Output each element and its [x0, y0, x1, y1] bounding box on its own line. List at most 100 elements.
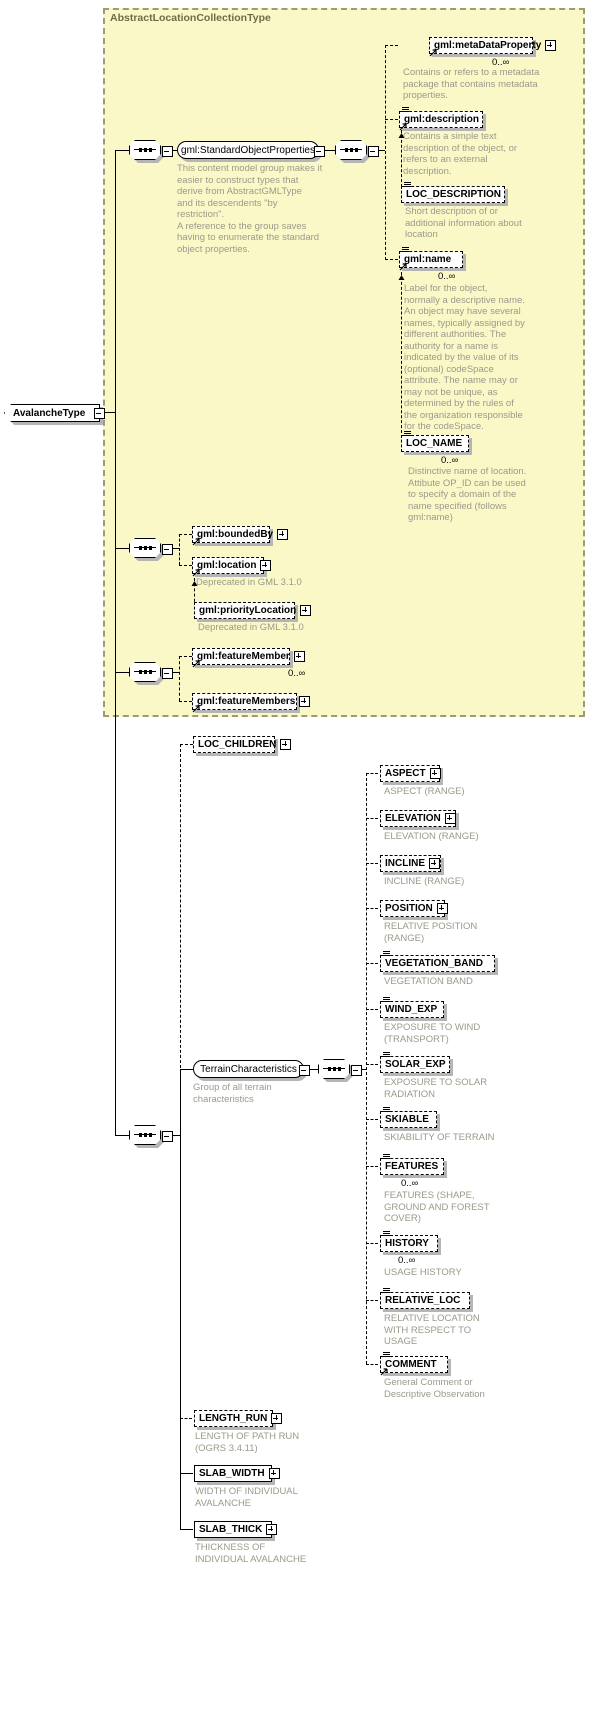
- node-featureMembers[interactable]: gml:featureMembers: [192, 693, 311, 713]
- sequence-connector-6[interactable]: [318, 1059, 356, 1082]
- standard-object-properties-toggle[interactable]: [314, 146, 325, 157]
- WIND_EXP-doc: EXPOSURE TO WIND (TRANSPORT): [384, 1022, 481, 1045]
- root-collapse-toggle[interactable]: [94, 408, 105, 419]
- VEGETATION_BAND-doc: VEGETATION BAND: [384, 976, 473, 987]
- node-INCLINE[interactable]: INCLINE: [380, 855, 441, 872]
- sequence-6-collapse-toggle[interactable]: [351, 1065, 362, 1076]
- node-RELATIVE_LOC[interactable]: RELATIVE_LOC: [380, 1288, 470, 1309]
- node-FEATURES[interactable]: FEATURES: [380, 1154, 444, 1175]
- features-branch-line: [366, 1166, 378, 1167]
- node-LOC_DESCRIPTION[interactable]: LOC_DESCRIPTION: [401, 182, 505, 203]
- expand-icon[interactable]: [300, 605, 312, 616]
- node-VEGETATION_BAND[interactable]: VEGETATION_BAND: [380, 951, 495, 972]
- expand-icon[interactable]: [260, 560, 272, 571]
- node-name[interactable]: gml:name: [399, 247, 463, 271]
- LOC_NAME-multiplicity: 0..∞: [441, 455, 459, 466]
- trunk-to-seq3-line: [115, 548, 129, 549]
- root-type-label: AvalancheType: [13, 407, 86, 419]
- COMMENT-doc: General Comment or Descriptive Observati…: [384, 1377, 485, 1400]
- node-SOLAR_EXP[interactable]: SOLAR_EXP: [380, 1052, 450, 1073]
- seq5-to-bus-line: [171, 1135, 180, 1136]
- terrain-characteristics-label: TerrainCharacteristics: [200, 1063, 297, 1075]
- name-substitution-bus: [401, 272, 402, 438]
- vegetation-band-branch-line: [366, 963, 378, 964]
- sequence-5-collapse-toggle[interactable]: [162, 1131, 173, 1142]
- relative-loc-branch-line: [366, 1300, 378, 1301]
- LENGTH_RUN-label: LENGTH_RUN: [199, 1413, 268, 1424]
- node-COMMENT[interactable]: COMMENT: [380, 1352, 448, 1376]
- expand-icon[interactable]: [268, 1468, 280, 1479]
- FEATURES-doc: FEATURES (SHAPE, GROUND AND FOREST COVER…: [384, 1190, 490, 1224]
- seq2-to-bus-line: [377, 150, 385, 151]
- group-to-seq2-line: [323, 150, 335, 151]
- node-location[interactable]: gml:location: [192, 557, 272, 577]
- sequence-connector-5[interactable]: [129, 1125, 167, 1148]
- node-LENGTH_RUN[interactable]: LENGTH_RUN: [194, 1410, 283, 1427]
- SKIABLE-doc: SKIABILITY OF TERRAIN: [384, 1132, 495, 1143]
- aspect-branch-line: [366, 773, 378, 774]
- standard-object-properties-doc: This content model group makes it easier…: [177, 163, 323, 255]
- metaDataProperty-multiplicity: 0..∞: [492, 57, 510, 68]
- simple-content-icon: [383, 1231, 390, 1237]
- sequence-4-collapse-toggle[interactable]: [162, 668, 173, 679]
- node-WIND_EXP[interactable]: WIND_EXP: [380, 997, 444, 1018]
- HISTORY-label: HISTORY: [385, 1238, 429, 1249]
- simple-content-icon: [383, 1352, 390, 1358]
- node-SLAB_THICK[interactable]: SLAB_THICK: [194, 1521, 278, 1538]
- SLAB_THICK-doc: THICKNESS OF INDIVIDUAL AVALANCHE: [195, 1542, 307, 1565]
- terrain-characteristics-toggle[interactable]: [299, 1065, 310, 1076]
- ASPECT-label: ASPECT: [385, 768, 426, 779]
- node-priorityLocation[interactable]: gml:priorityLocation: [194, 602, 312, 619]
- featuremembers-branch-line: [179, 701, 192, 702]
- simple-content-icon: [383, 997, 390, 1003]
- INCLINE-doc: INCLINE (RANGE): [384, 876, 465, 887]
- sequence-3-collapse-toggle[interactable]: [162, 544, 173, 555]
- skiable-branch-line: [366, 1119, 378, 1120]
- expand-icon[interactable]: [545, 40, 557, 51]
- sequence-1-collapse-toggle[interactable]: [162, 146, 173, 157]
- node-boundedBy[interactable]: gml:boundedBy: [192, 526, 289, 546]
- node-featureMember[interactable]: gml:featureMember: [192, 648, 305, 668]
- expand-icon[interactable]: [436, 903, 448, 914]
- priorityLocation-label: gml:priorityLocation: [199, 605, 297, 616]
- RELATIVE_LOC-label: RELATIVE_LOC: [385, 1295, 461, 1306]
- node-ELEVATION[interactable]: ELEVATION: [380, 810, 456, 827]
- seq3-children-bus: [179, 534, 180, 565]
- node-POSITION[interactable]: POSITION: [380, 900, 448, 917]
- expand-icon[interactable]: [299, 696, 311, 707]
- expand-icon[interactable]: [266, 1524, 278, 1535]
- COMMENT-label: COMMENT: [385, 1359, 437, 1370]
- sequence-connector-4[interactable]: [129, 662, 167, 685]
- standard-object-properties-box[interactable]: gml:StandardObjectProperties: [177, 141, 319, 159]
- expand-icon[interactable]: [429, 858, 440, 869]
- root-connector-line: [103, 412, 115, 413]
- node-metaDataProperty[interactable]: gml:metaDataProperty: [429, 37, 557, 57]
- node-SLAB_WIDTH[interactable]: SLAB_WIDTH: [194, 1465, 280, 1482]
- expand-icon[interactable]: [277, 529, 289, 540]
- node-LOC_CHILDREN[interactable]: LOC_CHILDREN: [193, 736, 292, 753]
- expand-icon[interactable]: [280, 739, 292, 750]
- node-HISTORY[interactable]: HISTORY: [380, 1231, 438, 1252]
- trunk-to-seq4-line: [115, 672, 129, 673]
- FEATURES-label: FEATURES: [385, 1161, 439, 1172]
- simple-content-icon: [383, 1107, 390, 1113]
- sequence-connector-1[interactable]: [129, 140, 167, 163]
- SLAB_WIDTH-doc: WIDTH OF INDIVIDUAL AVALANCHE: [195, 1486, 298, 1509]
- history-branch-line: [366, 1243, 378, 1244]
- node-description[interactable]: gml:description: [399, 107, 483, 131]
- SLAB_THICK-label: SLAB_THICK: [199, 1524, 263, 1535]
- expand-icon[interactable]: [293, 651, 305, 662]
- LOC_NAME-label: LOC_NAME: [406, 438, 463, 449]
- length-run-branch-line: [180, 1418, 192, 1419]
- sequence-connector-3[interactable]: [129, 538, 167, 561]
- expand-icon[interactable]: [271, 1413, 283, 1424]
- sequence-2-collapse-toggle[interactable]: [368, 146, 379, 157]
- root-type-box[interactable]: AvalancheType: [4, 404, 100, 422]
- node-SKIABLE[interactable]: SKIABLE: [380, 1107, 437, 1128]
- expand-icon[interactable]: [444, 813, 456, 824]
- node-ASPECT[interactable]: ASPECT: [380, 765, 441, 782]
- sequence-connector-2[interactable]: [335, 140, 373, 163]
- expand-icon[interactable]: [429, 768, 441, 779]
- node-LOC_NAME[interactable]: LOC_NAME: [401, 431, 469, 452]
- terrain-characteristics-box[interactable]: TerrainCharacteristics: [193, 1060, 304, 1078]
